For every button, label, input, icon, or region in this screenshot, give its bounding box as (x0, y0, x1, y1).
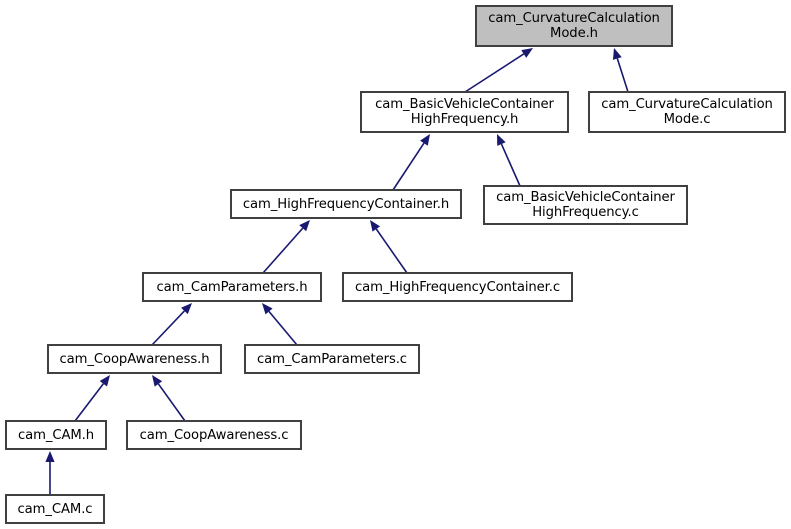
node-cam_h[interactable]: cam_CAM.h (5, 420, 107, 450)
node-coop_c[interactable]: cam_CoopAwareness.c (126, 420, 302, 450)
node-label: cam_CamParameters.h (156, 279, 308, 295)
node-bvchf_h[interactable]: cam_BasicVehicleContainer HighFrequency.… (360, 91, 569, 133)
node-curvature_h[interactable]: cam_CurvatureCalculation Mode.h (475, 5, 673, 47)
dependency-edge (45, 451, 55, 495)
dependency-edge (392, 134, 430, 191)
edge-arrowhead-icon (262, 303, 273, 315)
node-label: cam_CamParameters.c (257, 351, 407, 367)
node-label: cam_CurvatureCalculation Mode.c (601, 97, 773, 127)
dependency-edge (370, 220, 408, 274)
dependency-edge (464, 48, 533, 93)
edge-arrowhead-icon (420, 134, 430, 146)
node-label: cam_HighFrequencyContainer.h (242, 196, 450, 212)
edge-arrowhead-icon (497, 134, 506, 146)
edge-arrowhead-icon (45, 451, 55, 462)
node-hfc_c[interactable]: cam_HighFrequencyContainer.c (342, 272, 573, 302)
node-coop_h[interactable]: cam_CoopAwareness.h (47, 344, 222, 374)
node-label: cam_CAM.h (17, 427, 95, 443)
node-label: cam_CoopAwareness.h (59, 351, 210, 367)
dependency-edge (262, 303, 298, 346)
edge-arrowhead-icon (181, 303, 192, 315)
dependency-edge (497, 134, 521, 187)
node-camparams_h[interactable]: cam_CamParameters.h (142, 272, 322, 302)
node-label: cam_HighFrequencyContainer.c (354, 279, 561, 295)
node-camparams_c[interactable]: cam_CamParameters.c (244, 344, 420, 374)
node-label: cam_CurvatureCalculation Mode.h (488, 11, 660, 41)
edge-arrowhead-icon (299, 220, 310, 232)
dependency-edge (612, 48, 629, 93)
node-hfc_h[interactable]: cam_HighFrequencyContainer.h (230, 189, 462, 219)
edge-arrowhead-icon (370, 220, 381, 232)
dependency-edge (262, 220, 310, 274)
node-curvature_c[interactable]: cam_CurvatureCalculation Mode.c (588, 91, 786, 133)
node-label: cam_CoopAwareness.c (139, 427, 289, 443)
dependency-edge (151, 303, 192, 346)
node-label: cam_CAM.c (17, 501, 93, 517)
dependency-edge (74, 375, 110, 422)
node-label: cam_BasicVehicleContainer HighFrequency.… (375, 97, 554, 127)
edge-arrowhead-icon (152, 375, 163, 387)
node-label: cam_BasicVehicleContainer HighFrequency.… (496, 190, 675, 220)
edge-arrowhead-icon (521, 48, 533, 58)
dependency-edge (152, 375, 186, 422)
node-bvchf_c[interactable]: cam_BasicVehicleContainer HighFrequency.… (483, 185, 688, 225)
edge-arrowhead-icon (99, 375, 110, 387)
edge-arrowhead-icon (612, 48, 622, 60)
node-cam_c[interactable]: cam_CAM.c (5, 494, 105, 524)
